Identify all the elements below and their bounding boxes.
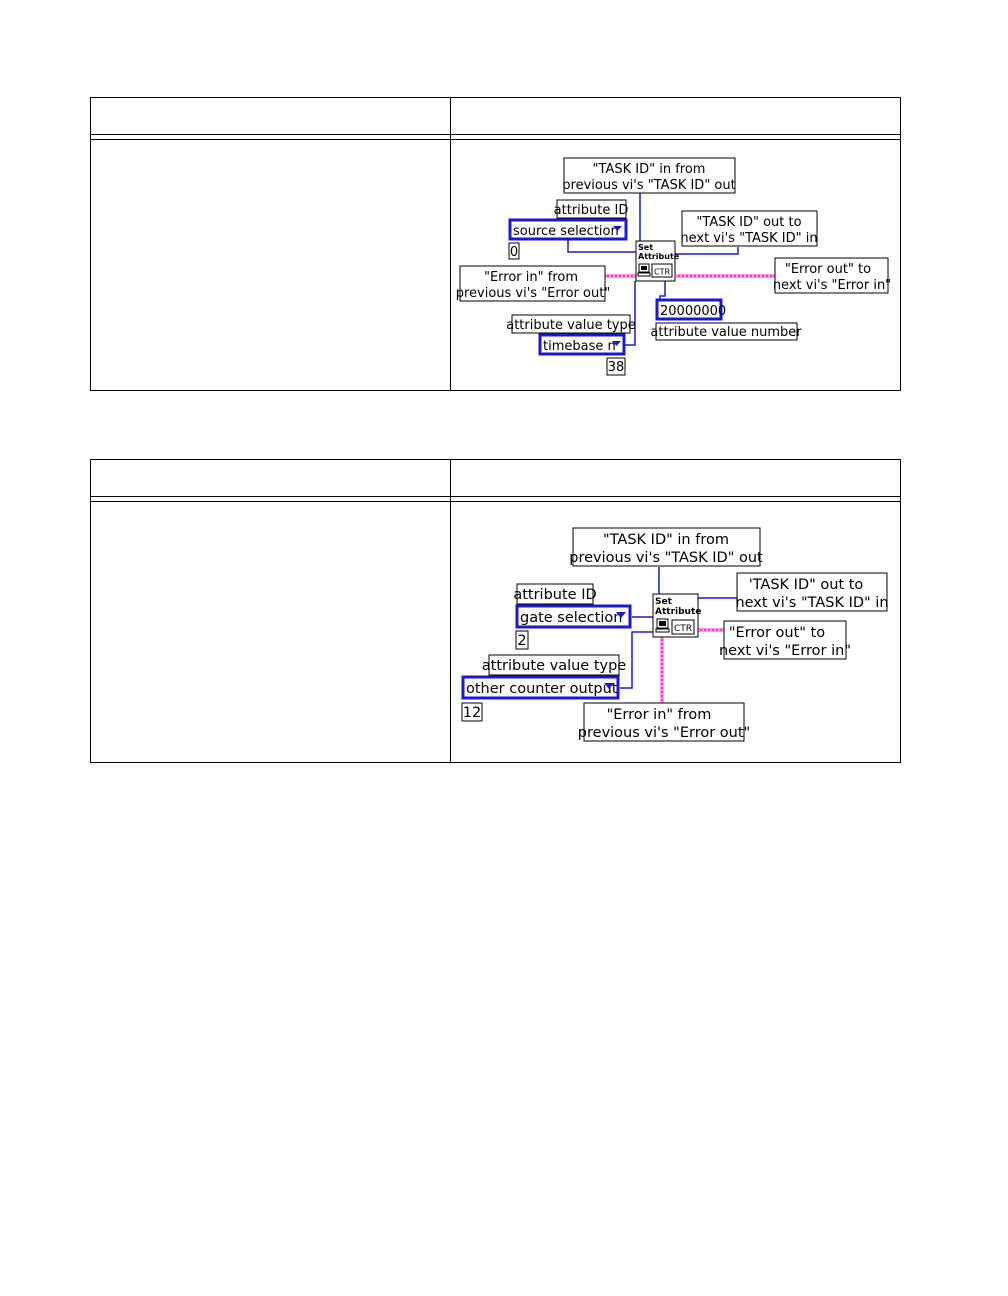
set-attribute-node[interactable]: Set Attribute CTR — [635, 240, 680, 282]
svg-text:next vi's "Error in": next vi's "Error in" — [773, 278, 891, 293]
attribute-id-ring-control[interactable]: source selection — [508, 218, 628, 241]
svg-text:source selection: source selection — [513, 224, 619, 239]
table2-body-left-cell — [90, 501, 451, 763]
task-id-out-wire — [675, 247, 739, 255]
svg-text:previous vi's "Error out": previous vi's "Error out" — [578, 725, 750, 741]
error-out-label: "Error out" to next vi's "Error in" — [719, 620, 851, 660]
table1-body-left-cell — [90, 139, 451, 391]
svg-text:Set: Set — [655, 597, 673, 607]
attribute-value-numeric-control[interactable]: 20000000 — [655, 298, 726, 321]
ctr-icon: CTR — [671, 619, 695, 635]
svg-text:other counter output: other counter output — [466, 681, 618, 697]
attribute-value-type-ring-control[interactable]: timebase n — [538, 333, 626, 356]
svg-text:"Error in" from: "Error in" from — [484, 270, 578, 285]
set-attribute-diagram-source-selection: "TASK ID" in from previous vi's "TASK ID… — [456, 157, 891, 376]
svg-text:attribute value type: attribute value type — [482, 658, 627, 674]
task-id-in-line1: "TASK ID" in from — [593, 162, 706, 177]
svg-text:0: 0 — [510, 245, 518, 260]
svg-text:Attribute: Attribute — [638, 252, 680, 261]
attribute-value-type-wire — [620, 631, 654, 689]
svg-text:previous vi's "TASK ID" out: previous vi's "TASK ID" out — [569, 550, 763, 566]
attribute-id-wire — [567, 240, 637, 253]
attribute-id-code: 2 — [515, 630, 529, 650]
chevron-down-icon — [616, 612, 626, 618]
attribute-value-type-label: attribute value type — [506, 314, 636, 334]
svg-text:gate selection: gate selection — [520, 610, 622, 626]
svg-text:12: 12 — [463, 705, 481, 721]
svg-text:"TASK ID" in from: "TASK ID" in from — [603, 532, 729, 548]
attribute-id-label: attribute ID — [554, 199, 629, 219]
chevron-down-icon — [612, 341, 621, 346]
table1-header-right-cell — [450, 97, 901, 140]
svg-text:38: 38 — [608, 360, 625, 375]
error-in-label: "Error in" from previous vi's "Error out… — [578, 702, 750, 742]
attribute-value-type-ring-control[interactable]: other counter output — [461, 675, 620, 700]
chevron-down-icon — [613, 226, 622, 231]
table1-header-left-cell — [90, 97, 451, 140]
wires — [567, 193, 775, 346]
attribute-value-type-label: attribute value type — [482, 654, 627, 676]
chevron-down-icon — [604, 683, 614, 689]
computer-icon — [655, 618, 670, 633]
table2-header-right-cell — [450, 459, 901, 502]
svg-text:attribute ID: attribute ID — [513, 587, 596, 603]
table1-header-rule — [90, 134, 901, 135]
svg-text:"Error in" from: "Error in" from — [607, 707, 712, 723]
svg-text:next vi's "TASK ID" in: next vi's "TASK ID" in — [735, 595, 888, 611]
task-id-in-label: "TASK ID" in from previous vi's "TASK ID… — [569, 527, 763, 567]
task-id-in-line2: previous vi's "TASK ID" out — [562, 178, 735, 193]
ctr-icon: CTR — [651, 263, 673, 278]
svg-text:next vi's "TASK ID" in: next vi's "TASK ID" in — [680, 231, 817, 246]
svg-text:20000000: 20000000 — [660, 304, 726, 319]
svg-text:timebase n: timebase n — [543, 339, 616, 354]
svg-text:"TASK ID" out to: "TASK ID" out to — [696, 215, 801, 230]
attribute-id-code: 0 — [508, 242, 520, 260]
svg-text:CTR: CTR — [674, 624, 692, 634]
svg-text:CTR: CTR — [654, 268, 670, 277]
task-id-out-label: 'TASK ID" out to next vi's "TASK ID" in — [735, 572, 889, 612]
wires — [620, 567, 738, 703]
attribute-value-wire — [659, 281, 666, 301]
svg-text:Attribute: Attribute — [655, 607, 701, 617]
svg-text:2: 2 — [517, 633, 526, 649]
svg-text:"Error out" to: "Error out" to — [785, 262, 871, 277]
task-id-in-label: "TASK ID" in from previous vi's "TASK ID… — [562, 157, 736, 194]
set-attribute-node[interactable]: Set Attribute CTR — [652, 593, 701, 638]
svg-text:next vi's "Error in": next vi's "Error in" — [719, 643, 851, 659]
attribute-value-number-label: attribute value number — [650, 322, 802, 341]
attribute-id-ring-control[interactable]: gate selection — [515, 604, 632, 629]
svg-text:"Error out" to: "Error out" to — [729, 625, 825, 641]
task-id-out-label: "TASK ID" out to next vi's "TASK ID" in — [680, 210, 818, 247]
attribute-value-type-wire — [625, 281, 636, 346]
attribute-id-label: attribute ID — [513, 583, 597, 605]
table2-header-left-cell — [90, 459, 451, 502]
set-attribute-diagram-gate-selection: "TASK ID" in from previous vi's "TASK ID… — [461, 527, 889, 742]
computer-icon — [637, 263, 651, 277]
svg-text:previous vi's "Error out": previous vi's "Error out" — [456, 286, 611, 301]
attribute-value-type-code: 38 — [606, 357, 626, 376]
svg-text:attribute ID: attribute ID — [554, 203, 629, 218]
attribute-value-type-code: 12 — [461, 702, 483, 722]
table2-header-rule — [90, 496, 901, 497]
svg-text:Set: Set — [638, 243, 653, 252]
svg-text:'TASK ID" out to: 'TASK ID" out to — [749, 577, 864, 593]
error-in-label: "Error in" from previous vi's "Error out… — [456, 265, 611, 302]
error-out-label: "Error out" to next vi's "Error in" — [773, 257, 891, 294]
svg-text:attribute value type: attribute value type — [506, 318, 636, 333]
svg-text:attribute value number: attribute value number — [650, 325, 802, 340]
